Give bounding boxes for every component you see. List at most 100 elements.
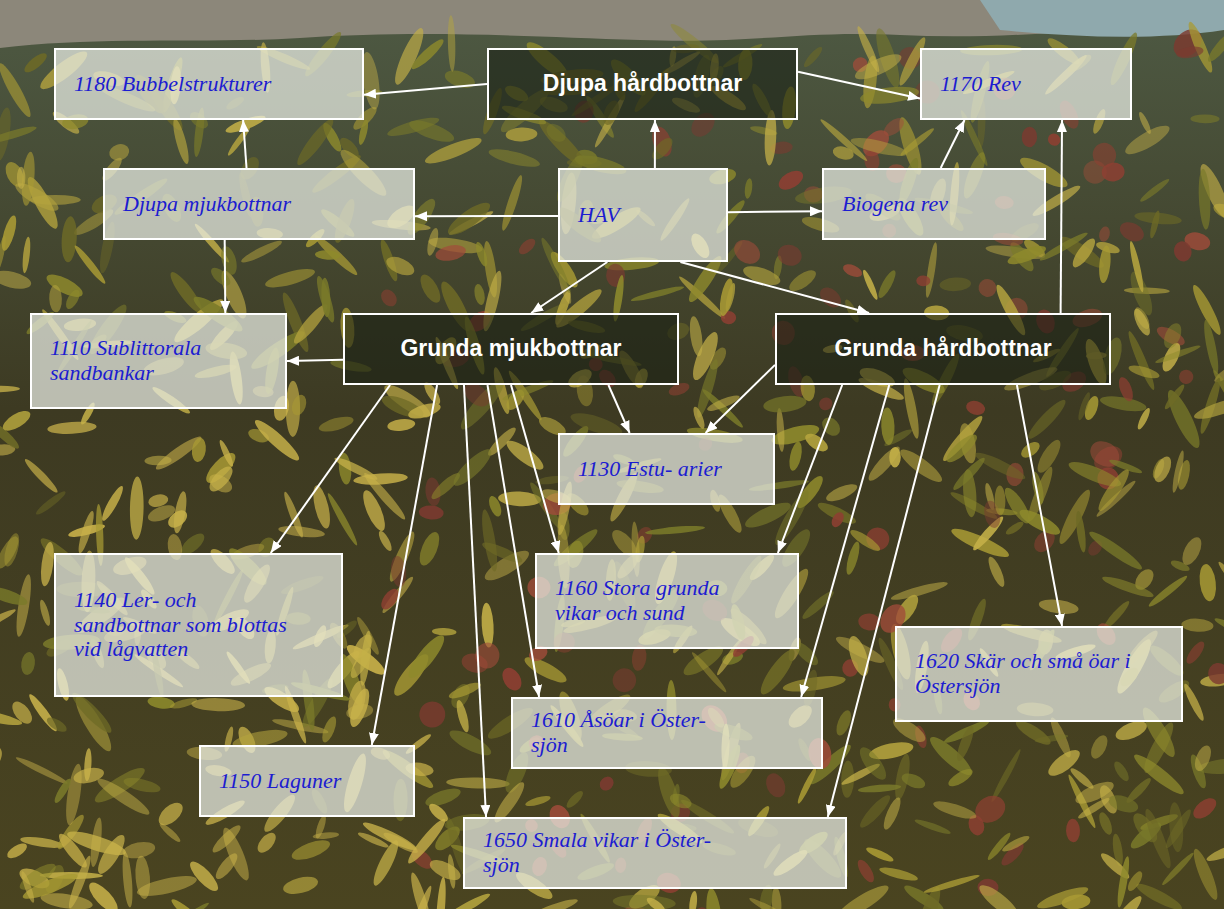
seaweed-blade	[802, 430, 831, 455]
seaweed-blade	[881, 796, 904, 832]
seaweed-blade	[170, 117, 191, 165]
seaweed-blade	[1098, 225, 1112, 242]
seaweed-blade	[524, 794, 551, 808]
seaweed-blade	[21, 236, 31, 273]
seaweed-blade	[1030, 471, 1046, 505]
seaweed-blade	[1018, 439, 1042, 461]
seaweed-blade	[409, 36, 447, 72]
seaweed-blade	[1073, 777, 1117, 808]
seaweed-blade	[447, 854, 457, 889]
seaweed-blade	[2, 159, 28, 190]
seaweed-blade	[924, 242, 940, 299]
seaweed-blade	[1205, 29, 1224, 64]
seaweed-blade	[14, 755, 69, 787]
seaweed-blade	[361, 470, 408, 522]
arrow-connector	[706, 365, 775, 433]
seaweed-blade	[0, 706, 23, 729]
seaweed-blade	[1216, 560, 1224, 591]
seaweed-blade	[1161, 321, 1185, 351]
seaweed-blade	[314, 814, 328, 839]
habitat-label: Biogena rev	[842, 192, 948, 217]
seaweed-blade	[747, 895, 803, 909]
seaweed-blade	[14, 573, 34, 637]
seaweed-blade	[1038, 597, 1080, 616]
seaweed-blade	[387, 418, 416, 433]
seaweed-blade	[859, 84, 920, 107]
seaweed-blade	[1192, 394, 1224, 423]
seaweed-blade	[289, 836, 332, 864]
arrow-connector	[680, 262, 869, 313]
seaweed-blade	[694, 907, 710, 909]
seaweed-blade	[454, 699, 471, 733]
seaweed-blade	[498, 664, 525, 693]
seaweed-blade	[473, 641, 501, 671]
habitat-box: 1180 Bubbelstrukturer	[54, 48, 364, 120]
arrow-connector	[608, 385, 629, 433]
seaweed-blade	[649, 135, 676, 163]
seaweed-blade	[389, 555, 407, 588]
seaweed-blade	[418, 505, 444, 521]
seaweed-blade	[169, 896, 217, 909]
arrow-connector	[941, 120, 965, 168]
seaweed-blade	[209, 822, 243, 856]
seaweed-blade	[1045, 131, 1062, 148]
seaweed-blade	[107, 142, 131, 163]
seaweed-blade	[855, 743, 890, 783]
habitat-box: 1130 Estu- arier	[558, 433, 775, 505]
seaweed-blade	[796, 766, 819, 805]
seaweed-blade	[376, 529, 394, 553]
seaweed-blade	[881, 115, 907, 140]
seaweed-blade	[165, 507, 190, 531]
seaweed-blade	[218, 244, 239, 276]
seaweed-blade	[1192, 743, 1215, 773]
seaweed-blade	[427, 856, 464, 884]
seaweed-blade	[416, 529, 444, 568]
seaweed-blade	[543, 120, 569, 145]
seaweed-blade	[315, 250, 341, 261]
seaweed-blade	[1055, 487, 1095, 547]
seaweed-blade	[1190, 794, 1220, 822]
seaweed-blade	[1168, 802, 1185, 853]
habitat-label: 1160 Stora grunda vikar och sund	[555, 576, 755, 625]
seaweed-blade	[1151, 454, 1175, 485]
seaweed-blade	[1115, 856, 1131, 909]
seaweed-blade	[52, 777, 73, 805]
seaweed-blade	[845, 634, 873, 679]
seaweed-blade	[443, 67, 477, 91]
seaweed-blade	[503, 436, 547, 474]
seaweed-blade	[353, 472, 408, 486]
seaweed-blade	[1074, 511, 1087, 554]
seaweed-blade	[22, 50, 50, 75]
seaweed-blade	[191, 437, 208, 463]
seaweed-blade	[129, 476, 144, 539]
arrow-connector	[243, 120, 246, 168]
seaweed-blade	[310, 484, 333, 530]
arrow-connector	[511, 385, 559, 553]
seaweed-blade	[1098, 245, 1113, 284]
seaweed-blade	[60, 216, 78, 263]
arrow-connector	[415, 215, 558, 217]
seaweed-blade	[1183, 639, 1207, 666]
seaweed-blade	[1117, 218, 1147, 245]
seaweed-blade	[776, 408, 786, 452]
seaweed-blade	[741, 262, 783, 289]
seaweed-blade	[254, 830, 279, 856]
seaweed-blade	[5, 840, 30, 861]
habitat-label: HAV	[578, 203, 620, 228]
seaweed-blade	[706, 393, 742, 414]
seaweed-blade	[564, 789, 585, 811]
seaweed-blade	[704, 887, 726, 909]
seaweed-blade	[1141, 807, 1175, 871]
habitat-box: 1110 Sublittorala sandbankar	[30, 313, 287, 409]
seaweed-blade	[1125, 329, 1157, 391]
seaweed-blade	[816, 283, 845, 311]
habitat-box: HAV	[558, 168, 728, 262]
seaweed-blade	[191, 697, 245, 712]
seaweed-blade	[1134, 880, 1185, 909]
seaweed-blade	[434, 243, 467, 264]
seaweed-blade	[404, 816, 449, 867]
seaweed-blade	[817, 395, 835, 412]
category-box: Djupa hårdbottnar	[487, 48, 798, 120]
seaweed-blade	[99, 484, 126, 523]
seaweed-blade	[818, 117, 869, 163]
